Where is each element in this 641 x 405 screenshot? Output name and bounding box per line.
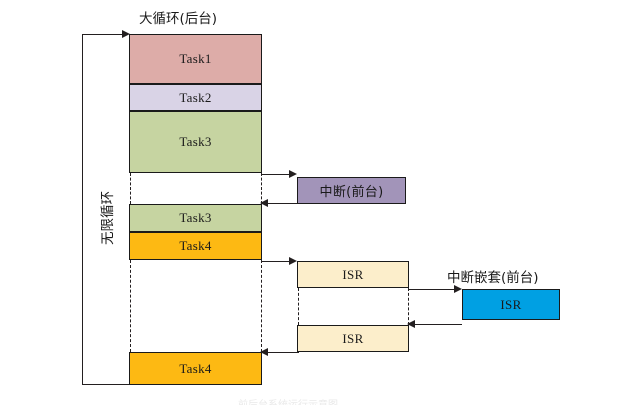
arrow-to-nested-head (454, 285, 462, 293)
isr-block-resume: ISR (297, 325, 409, 352)
task-block-task4-first: Task4 (129, 232, 262, 260)
task-block-task3-first: Task3 (129, 111, 262, 173)
arrow-to-nested-line (408, 289, 459, 290)
arrow-from-isr-line (266, 352, 299, 353)
task-block-task3-resume: Task3 (129, 204, 262, 232)
arrow-from-nested-head (407, 320, 415, 328)
isr-block-first: ISR (297, 261, 409, 288)
background-right-dash-2 (261, 260, 262, 352)
task-block-task1: Task1 (129, 34, 262, 84)
arrow-from-interrupt-line (266, 203, 298, 204)
loop-left-spine (82, 34, 83, 385)
bottom-caption: 前后台系统运行示意图 (238, 396, 338, 405)
background-left-dash-1 (130, 173, 131, 204)
arrow-to-isr-line (261, 261, 294, 262)
infinite-loop-label: 无限循环 (100, 191, 116, 245)
nested-isr-block: ISR (462, 289, 560, 320)
task-block-task2: Task2 (129, 84, 262, 111)
interrupt-foreground-box: 中断(前台) (297, 177, 406, 204)
loop-top-arrowhead (122, 30, 130, 38)
arrow-to-interrupt-line (261, 174, 294, 175)
arrow-from-interrupt-head (260, 199, 268, 207)
background-loop-title: 大循环(后台) (139, 11, 218, 27)
loop-top-connector (82, 34, 127, 35)
background-left-dash-2 (130, 260, 131, 352)
loop-bottom-connector (82, 384, 129, 385)
arrow-to-isr-head (289, 257, 297, 265)
isr-left-dash (298, 288, 299, 325)
arrow-to-interrupt-head (289, 170, 297, 178)
isr-right-dash (408, 288, 409, 325)
arrow-from-nested-line (413, 324, 462, 325)
arrow-from-isr-head (260, 348, 268, 356)
nested-interrupt-title: 中断嵌套(前台) (447, 270, 539, 286)
background-right-dash-1 (261, 173, 262, 204)
task-block-task4-resume: Task4 (129, 352, 262, 385)
